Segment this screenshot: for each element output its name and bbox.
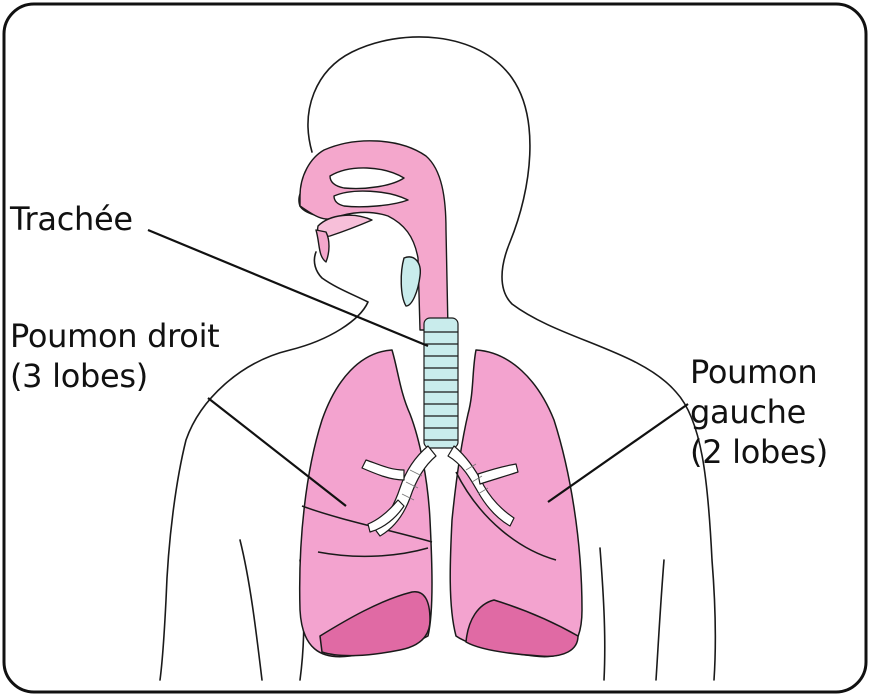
right-lung-label-line1: Poumon droit (10, 316, 219, 356)
left-lung-label-line3: (2 lobes) (690, 432, 828, 472)
left-lung-label-line2: gauche (690, 392, 828, 432)
right-lung-label: Poumon droit (3 lobes) (10, 316, 219, 396)
trachea-label: Trachée (10, 199, 133, 239)
trachea-shape (424, 318, 458, 448)
left-lung-label-line1: Poumon (690, 352, 828, 392)
left-lung-label: Poumon gauche (2 lobes) (690, 352, 828, 472)
right-lung-label-line2: (3 lobes) (10, 356, 219, 396)
trachea-label-text: Trachée (10, 200, 133, 238)
